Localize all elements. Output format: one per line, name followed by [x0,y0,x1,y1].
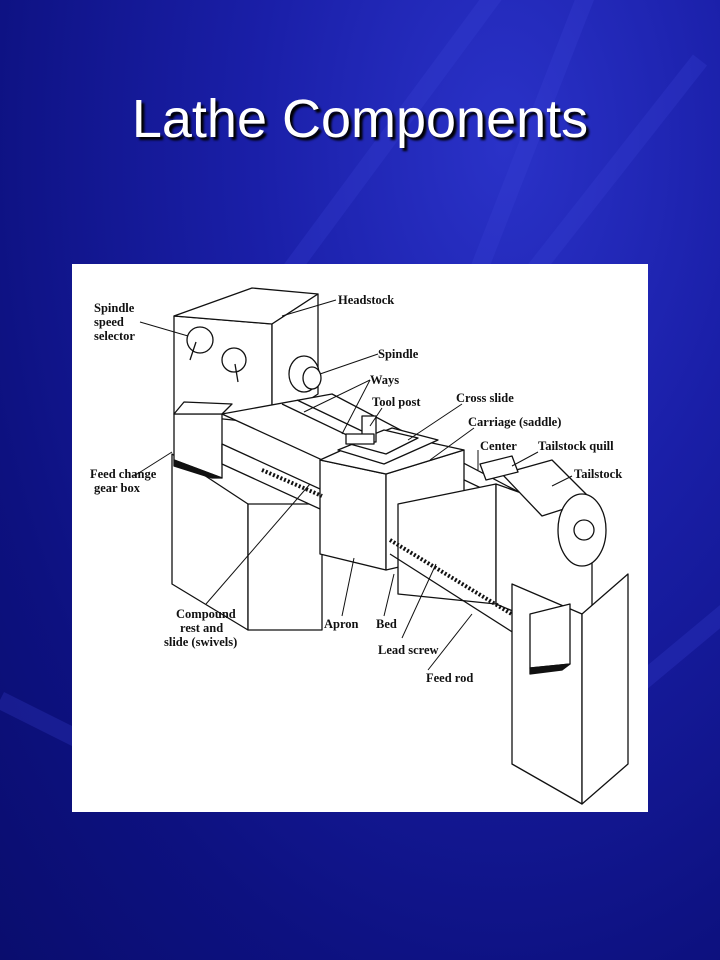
label-compound-1: Compound [176,607,236,621]
label-tailstock-quill: Tailstock quill [538,439,614,453]
label-ways: Ways [370,373,399,387]
lathe-drawing: Spindle speed selector Headstock Spindle… [90,287,629,805]
label-apron: Apron [324,617,359,631]
label-cross-slide: Cross slide [456,391,514,405]
label-spindle-speed-selector-3: selector [94,329,135,343]
carriage-front [319,459,387,571]
label-compound-2: rest and [180,621,223,635]
speed-dial-2 [221,347,247,373]
label-carriage: Carriage (saddle) [468,415,561,429]
label-spindle-speed-selector-1: Spindle [94,301,135,315]
lathe-diagram: Spindle speed selector Headstock Spindle… [72,264,648,812]
speed-dial-1 [186,326,214,354]
label-headstock: Headstock [338,293,394,307]
left-leg-front [171,453,249,631]
label-spindle: Spindle [378,347,419,361]
label-tailstock: Tailstock [574,467,622,481]
label-compound-3: slide (swivels) [164,635,237,649]
label-bed: Bed [376,617,397,631]
tailstock-quill [479,455,519,481]
left-leg-side [247,503,323,631]
bed-right-front [397,483,497,605]
right-leg-side [581,573,629,805]
label-feed-change-2: gear box [94,481,141,495]
label-lead-screw: Lead screw [378,643,439,657]
gearbox-top [173,401,233,415]
right-bracket [529,603,571,669]
label-feed-rod: Feed rod [426,671,473,685]
label-center: Center [480,439,517,453]
label-feed-change-1: Feed change [90,467,157,481]
slide-title: Lathe Components [131,89,589,149]
label-tool-post: Tool post [372,395,421,409]
label-spindle-speed-selector-2: speed [94,315,124,329]
